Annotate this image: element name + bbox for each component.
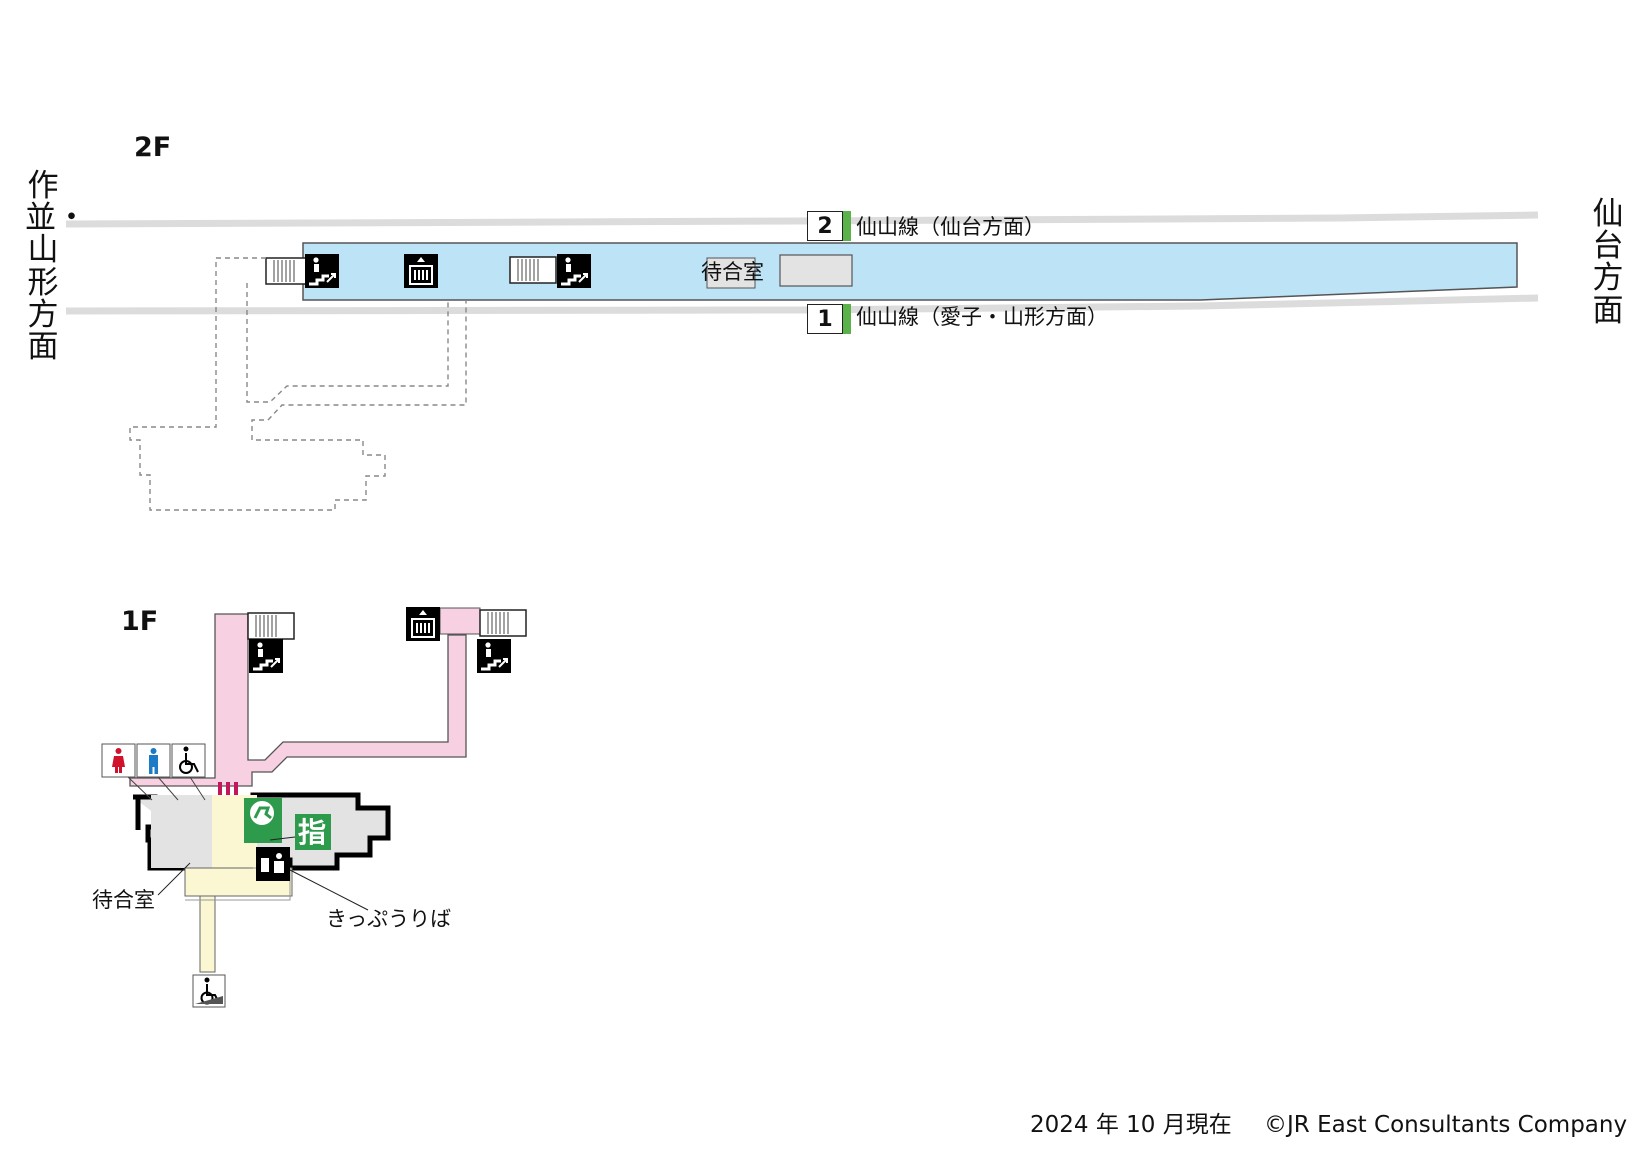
platform-waiting-room-label: 待合室 bbox=[701, 260, 764, 284]
track-number-1: 1 bbox=[807, 303, 851, 334]
floor-label-2f: 2F bbox=[134, 132, 172, 163]
platform bbox=[302, 242, 1518, 301]
stairs-escalator-icon bbox=[475, 637, 513, 675]
female-toilet-icon bbox=[112, 748, 125, 773]
tracks bbox=[65, 211, 1539, 315]
leader-lines bbox=[157, 836, 369, 911]
ticket-vending-machine-icon bbox=[256, 847, 290, 881]
track-label-1: 仙山線（愛子・山形方面） bbox=[856, 305, 1108, 329]
stairs-escalator-icon bbox=[247, 637, 285, 675]
underground-passage-outline bbox=[129, 257, 467, 511]
footer-date: 2024 年 10 月現在 bbox=[1030, 1112, 1232, 1138]
reserved-seat-icon bbox=[295, 814, 331, 850]
stairs-escalator-icon bbox=[303, 252, 341, 290]
floor-label-1f: 1F bbox=[121, 606, 159, 637]
ticket-gates bbox=[218, 782, 238, 796]
track-label-2: 仙山線（仙台方面） bbox=[856, 215, 1045, 239]
ground-waiting-room-label: 待合室 bbox=[92, 888, 155, 912]
toilet-icons bbox=[101, 743, 206, 801]
footer-copyright: ©JR East Consultants Company bbox=[1264, 1112, 1628, 1138]
wheelchair-ramp-icon bbox=[192, 974, 226, 1008]
direction-right: 仙台方面 bbox=[1592, 196, 1624, 329]
concourse-stairs bbox=[247, 609, 527, 640]
elevator-icon bbox=[403, 253, 439, 289]
accessible-toilet-icon bbox=[179, 746, 199, 774]
platform-waiting-room bbox=[706, 254, 853, 289]
male-toilet-icon bbox=[149, 748, 158, 774]
ticket-office-label: きっぷうりば bbox=[326, 907, 452, 931]
concourse-1f bbox=[129, 607, 481, 787]
direction-left: 作並・山形方面 bbox=[25, 168, 87, 366]
stairs-escalator-icon bbox=[555, 252, 593, 290]
track-number-2: 2 bbox=[807, 210, 851, 241]
green-window-icon bbox=[248, 799, 276, 827]
reserved-seat-icon-label: 指 bbox=[298, 816, 327, 849]
elevator-icon bbox=[405, 606, 441, 642]
